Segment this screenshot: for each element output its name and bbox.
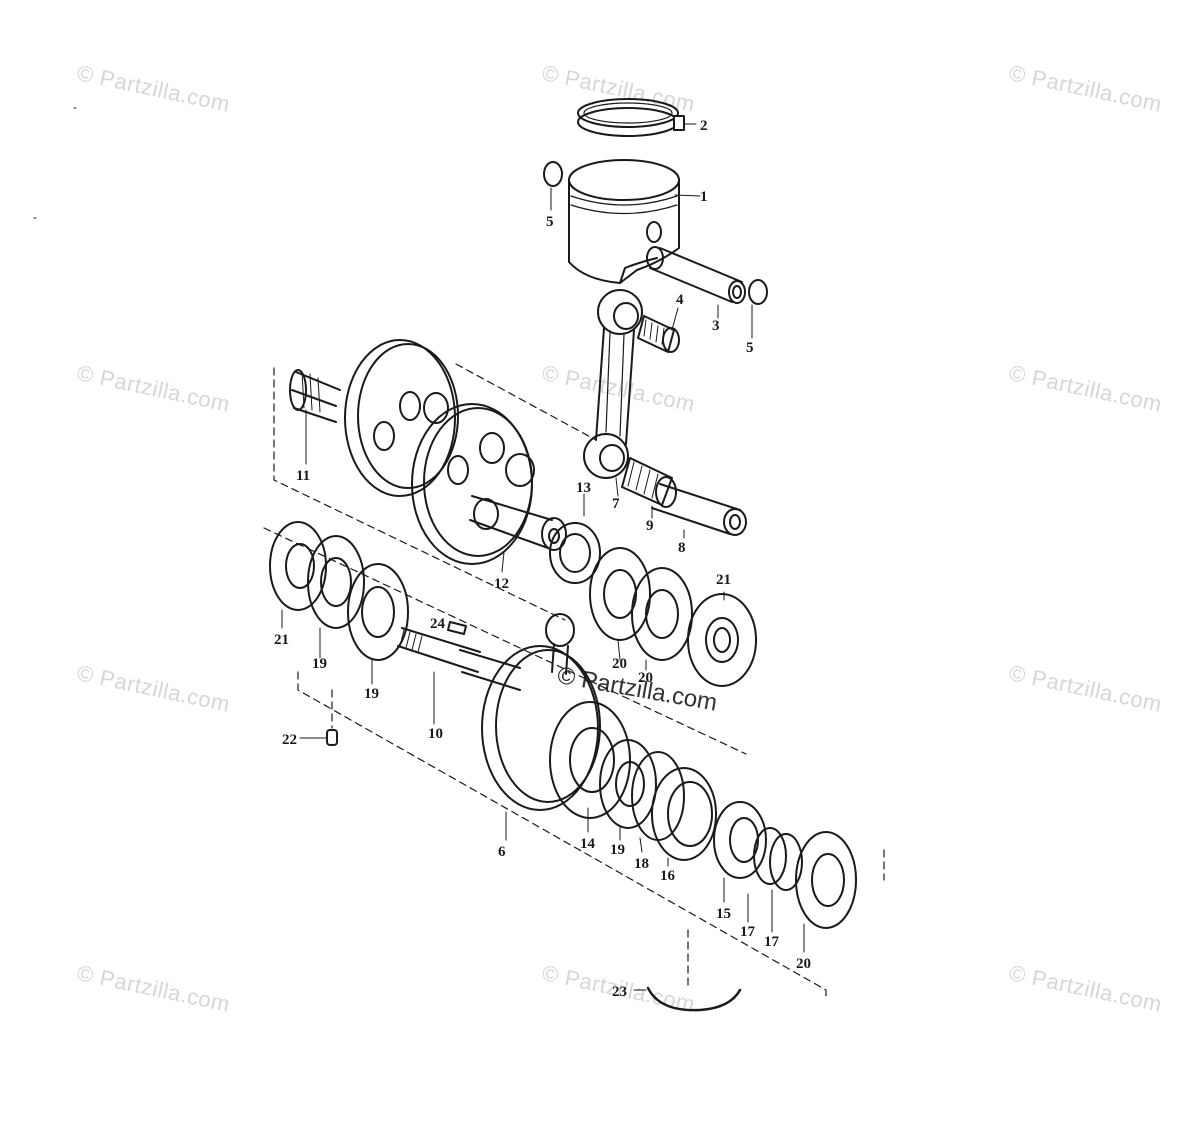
piston-rings bbox=[577, 98, 685, 137]
scan-specks bbox=[33, 107, 77, 219]
callout-labels: 2 1 5 4 3 5 11 13 7 9 8 12 21 21 19 19 2… bbox=[274, 118, 811, 1000]
callout-5: 5 bbox=[746, 340, 754, 356]
callout-12: 14 bbox=[580, 836, 596, 852]
circlip bbox=[543, 161, 768, 305]
bearing-set-right-upper bbox=[589, 547, 757, 687]
callout-17: 17 bbox=[764, 934, 780, 950]
crankshaft-upper bbox=[289, 339, 567, 565]
callout-3: 3 bbox=[712, 318, 720, 334]
callout-15: 15 bbox=[716, 906, 731, 922]
callout-7: 7 bbox=[612, 496, 620, 512]
callout-19: 19 bbox=[610, 842, 625, 858]
callout-21: 21 bbox=[716, 572, 731, 588]
callout-20: 20 bbox=[638, 670, 653, 686]
piston-pin bbox=[646, 246, 746, 304]
assembly-lines bbox=[263, 363, 885, 1001]
callout-18: 18 bbox=[634, 856, 649, 872]
big-end-bearing bbox=[621, 457, 677, 508]
thrust-washer bbox=[549, 522, 601, 584]
callout-10: 10 bbox=[428, 726, 443, 742]
callout-20: 20 bbox=[796, 956, 811, 972]
callout-11: 11 bbox=[296, 468, 310, 484]
callout-8: 8 bbox=[678, 540, 686, 556]
callout-23: 23 bbox=[612, 984, 627, 1000]
crank-pin bbox=[651, 483, 747, 536]
callout-16: 16 bbox=[660, 868, 676, 884]
callout-22: 22 bbox=[282, 732, 297, 748]
callout-9: 9 bbox=[646, 518, 654, 534]
callout-24: 24 bbox=[430, 616, 446, 632]
small-end-bearing bbox=[637, 315, 680, 353]
bearing-seal-stack-right bbox=[599, 739, 857, 929]
crankshaft-lower bbox=[397, 613, 631, 819]
callout-17: 17 bbox=[740, 924, 756, 940]
woodruff-key bbox=[447, 621, 467, 635]
callout-13: 12 bbox=[494, 576, 509, 592]
callout-19: 19 bbox=[312, 656, 327, 672]
callout-1: 1 bbox=[700, 189, 708, 205]
callout-19: 19 bbox=[364, 686, 379, 702]
callout-20: 20 bbox=[612, 656, 627, 672]
leader-lines bbox=[281, 123, 805, 991]
callout-5: 5 bbox=[546, 214, 554, 230]
callout-6: 6 bbox=[498, 844, 506, 860]
callout-21: 21 bbox=[274, 632, 289, 648]
callout-2: 2 bbox=[700, 118, 708, 134]
retaining-ring bbox=[646, 986, 742, 1012]
dowel-pin bbox=[326, 729, 338, 746]
callout-4: 4 bbox=[676, 292, 684, 308]
bearing-set-left bbox=[269, 521, 409, 661]
connecting-rod bbox=[583, 289, 643, 479]
callout-14: 13 bbox=[576, 480, 591, 496]
piston bbox=[568, 159, 680, 284]
